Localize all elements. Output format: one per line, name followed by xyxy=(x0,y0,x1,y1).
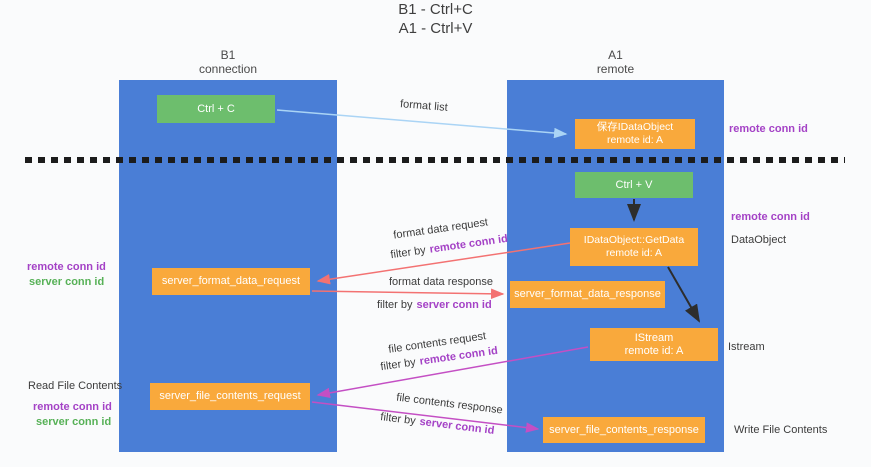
left-server-conn-id-label-1: server conn id xyxy=(29,276,105,288)
title-line-1: B1 - Ctrl+C xyxy=(398,1,473,18)
ctrl-v-label: Ctrl + V xyxy=(615,178,653,191)
idataobject-getdata-node: IDataObject::GetData remote id: A xyxy=(570,228,698,266)
lifeline-header-a1: A1 remote xyxy=(507,48,724,76)
dataobject-label: DataObject xyxy=(731,234,787,246)
lifeline-header-b1: B1 connection xyxy=(119,48,337,76)
b1-name: B1 xyxy=(220,48,236,62)
right-remote-conn-id-label-2: remote conn id xyxy=(731,211,810,223)
filter-by-text: filter by xyxy=(389,244,427,262)
server-file-contents-request-node: server_file_contents_request xyxy=(150,383,310,410)
left-server-conn-id-label-2: server conn id xyxy=(36,416,112,428)
format-response-filter-label: filter by server conn id xyxy=(377,299,492,311)
format-response-label: server_format_data_response xyxy=(514,288,661,300)
read-file-contents-label: Read File Contents xyxy=(28,380,123,392)
ctrl-v-node: Ctrl + V xyxy=(575,172,693,198)
format-data-response-label: format data response xyxy=(389,276,493,288)
istream-line2: remote id: A xyxy=(624,344,684,357)
file-response-filter-label: filter by server conn id xyxy=(380,411,495,437)
ctrl-c-node: Ctrl + C xyxy=(157,95,275,123)
save-idataobject-line2: remote id: A xyxy=(606,134,664,146)
format-list-label: format list xyxy=(399,98,449,114)
left-remote-conn-id-label-1: remote conn id xyxy=(27,261,106,273)
server-conn-id-text: server conn id xyxy=(416,299,492,311)
file-request-label: server_file_contents_request xyxy=(159,390,301,402)
server-format-data-response-node: server_format_data_response xyxy=(510,281,665,308)
save-idataobject-line1: 保存IDataObject xyxy=(596,121,674,133)
filter-by-text: filter by xyxy=(379,356,417,374)
format-request-label: server_format_data_request xyxy=(161,275,301,287)
server-format-data-request-node: server_format_data_request xyxy=(152,268,310,295)
phase-separator-dashed-line xyxy=(25,157,845,163)
file-response-label: server_file_contents_response xyxy=(549,423,699,436)
server-file-contents-response-node: server_file_contents_response xyxy=(543,417,705,443)
getdata-line2: remote id: A xyxy=(605,247,663,259)
format-data-response-arrow xyxy=(311,288,505,300)
remote-conn-id-text: remote conn id xyxy=(428,232,509,256)
file-contents-response-label: file contents response xyxy=(395,391,504,417)
left-remote-conn-id-label-2: remote conn id xyxy=(33,401,112,413)
ctrl-c-label: Ctrl + C xyxy=(197,102,235,115)
server-conn-id-text: server conn id xyxy=(418,415,495,437)
right-remote-conn-id-label-1: remote conn id xyxy=(729,123,808,135)
istream-side-label: Istream xyxy=(728,341,765,353)
filter-by-text: filter by xyxy=(379,411,417,428)
save-idataobject-node: 保存IDataObject remote id: A xyxy=(575,119,695,149)
getdata-line1: IDataObject::GetData xyxy=(583,234,685,246)
diagram-title: B1 - Ctrl+C A1 - Ctrl+V xyxy=(0,0,871,38)
istream-node: IStream remote id: A xyxy=(590,328,718,361)
write-file-contents-label: Write File Contents xyxy=(734,424,828,436)
title-line-2: A1 - Ctrl+V xyxy=(398,20,473,37)
b1-role: connection xyxy=(198,62,258,76)
a1-role: remote xyxy=(596,62,635,76)
istream-line1: IStream xyxy=(634,331,674,344)
filter-by-text: filter by xyxy=(377,299,413,311)
a1-name: A1 xyxy=(608,48,623,62)
